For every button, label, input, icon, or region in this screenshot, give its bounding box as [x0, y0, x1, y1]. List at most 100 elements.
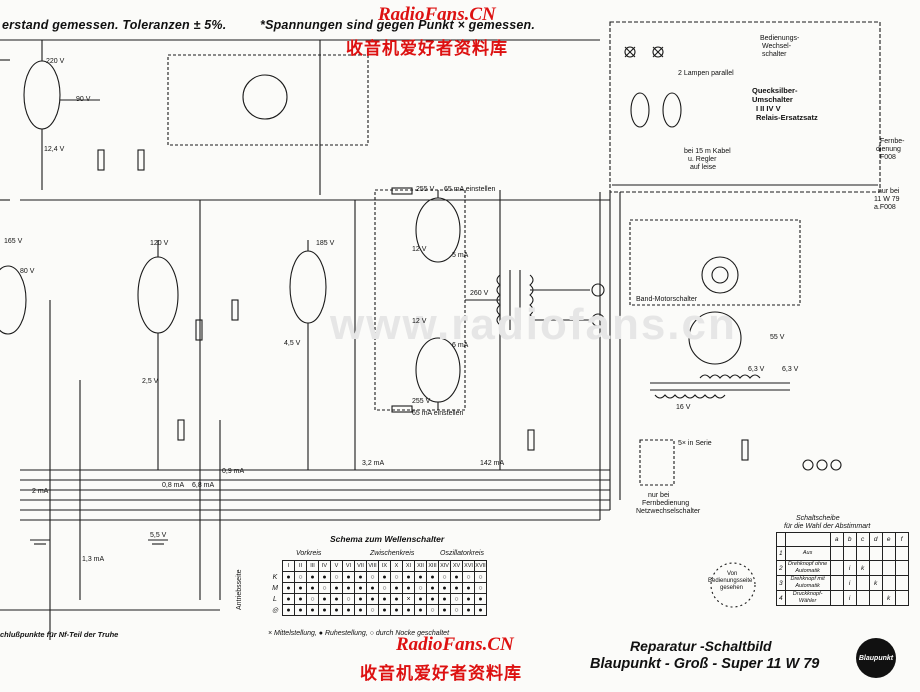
ws-column-header: III — [306, 560, 319, 572]
watermark-tagline-top: 收音机爱好者资料库 — [346, 39, 508, 58]
remote-fern-2: dienung — [876, 146, 901, 153]
ws-column-header: VI — [342, 560, 355, 572]
sc-cell — [829, 590, 844, 606]
voltage-16: 16 V — [676, 404, 691, 411]
ws-cell: ● — [474, 604, 487, 616]
sc-cell — [829, 560, 844, 576]
ws-corner — [268, 561, 283, 572]
sc-row-number: 1 — [776, 546, 786, 561]
voltage-2-5: 2,5 V — [142, 378, 159, 385]
footer-title-line2: Blaupunkt - Groß - Super 11 W 79 — [590, 656, 820, 672]
ws-cell: ● — [330, 593, 343, 605]
ws-column-header: XIV — [438, 560, 451, 572]
wellenschalter-title: Schema zum Wellenschalter — [330, 534, 445, 544]
ws-cell: ● — [342, 571, 355, 583]
bottom-left-note: chlußpunkte für Nf-Teil der Truhe — [0, 630, 119, 639]
mains-note-3: Netzwechselschalter — [636, 508, 701, 515]
ws-cell: ○ — [474, 582, 487, 594]
disc-label-3: gesehen — [720, 585, 744, 591]
current-6: 6 mA — [452, 342, 469, 349]
watermark-site-bottom: RadioFans.CN — [396, 634, 514, 655]
current-65-top: 65 mA einstellen — [444, 186, 496, 193]
cable-note-2: u. Regler — [688, 156, 717, 163]
ws-cell: ● — [438, 604, 451, 616]
sc-cell — [894, 560, 909, 576]
ws-row: ◎●●●●●●●○●●●●○●○●● — [268, 604, 487, 616]
sc-column-header: d — [868, 532, 883, 547]
voltage-185: 185 V — [316, 240, 335, 247]
ws-cell: ○ — [318, 582, 331, 594]
wellenschalter-legend: × Mittelstellung, ● Ruhestellung, ○ durc… — [268, 630, 450, 637]
remote-switch-title-2: Wechsel- — [762, 43, 792, 50]
ws-cell: ● — [366, 582, 379, 594]
ws-cell: ○ — [378, 582, 391, 594]
lamps-label: 2 Lampen parallel — [678, 70, 734, 77]
ws-cell: ● — [294, 582, 307, 594]
sc-cell — [894, 575, 909, 591]
relay-label-1: Quecksilber- — [752, 86, 798, 95]
ws-cell: ○ — [366, 571, 379, 583]
sc-cell — [855, 575, 870, 591]
ws-cell: ● — [426, 571, 439, 583]
ws-cell: ○ — [426, 604, 439, 616]
ws-cell: ● — [390, 582, 403, 594]
ws-cell: ● — [390, 604, 403, 616]
current-0-8: 0,8 mA — [162, 482, 185, 489]
schaltscheibe-title-1: Schaltscheibe — [796, 515, 840, 522]
ws-cell: ● — [438, 593, 451, 605]
current-0-9: 0,9 mA — [222, 468, 245, 475]
ws-column-header: VIII — [366, 560, 379, 572]
remote-fern-1: Fernbe- — [880, 138, 905, 145]
ws-cell: ● — [402, 604, 415, 616]
ws-cell: ○ — [462, 571, 475, 583]
voltage-255-bottom: 255 V — [412, 398, 431, 405]
ws-cell: ● — [282, 593, 295, 605]
ws-cell: ● — [294, 604, 307, 616]
sc-column-header: c — [855, 532, 870, 547]
motor-switch-label: Band-Motorschalter — [636, 296, 698, 303]
sc-column-header: a — [829, 532, 844, 547]
remote-fern-3: F008 — [880, 154, 896, 161]
ws-cell: ● — [282, 571, 295, 583]
sc-cell: i — [842, 590, 857, 606]
sc-cell — [842, 546, 857, 561]
ws-column-header: VII — [354, 560, 367, 572]
group-zwischenkreis: Zwischenkreis — [370, 550, 415, 557]
ws-row-label: ◎ — [271, 606, 279, 614]
ws-cell: ○ — [390, 571, 403, 583]
current-65-bottom: 65 mA einstellen — [412, 410, 464, 417]
sc-cell: k — [881, 590, 896, 606]
disc-label-2: Bedienungsseite — [708, 578, 753, 584]
ws-column-header: XV — [450, 560, 463, 572]
ws-cell: ● — [306, 571, 319, 583]
ws-cell: ● — [318, 593, 331, 605]
schaltscheibe-title-2: für die Wahl der Abstimmart — [784, 523, 871, 530]
sc-cell — [829, 575, 844, 591]
blaupunkt-logo: Blaupunkt — [856, 638, 896, 678]
ws-column-header: XVII — [474, 560, 487, 572]
ws-row-label: K — [272, 573, 278, 581]
ws-cell: ● — [330, 582, 343, 594]
sc-column-header: e — [881, 532, 896, 547]
voltage-55: 55 V — [770, 334, 785, 341]
sc-row-name: Druckknopf-Wähler — [784, 590, 831, 606]
sc-cell — [868, 546, 883, 561]
sc-cell — [868, 590, 883, 606]
remote-switch-title-1: Bedienungs- — [760, 35, 800, 42]
voltage-5-5: 5,5 V — [150, 532, 167, 539]
ws-cell: ● — [378, 571, 391, 583]
voltage-255-top: 255 V — [416, 186, 435, 193]
ws-cell: ● — [450, 571, 463, 583]
ws-column-header: II — [294, 560, 307, 572]
group-oszillatorkreis: Oszillatorkreis — [440, 550, 484, 557]
relay-roman: I II IV V — [756, 104, 781, 113]
ws-cell: ● — [342, 604, 355, 616]
ws-row: M●●●○●●●●○●●○●●●●○ — [268, 582, 487, 594]
